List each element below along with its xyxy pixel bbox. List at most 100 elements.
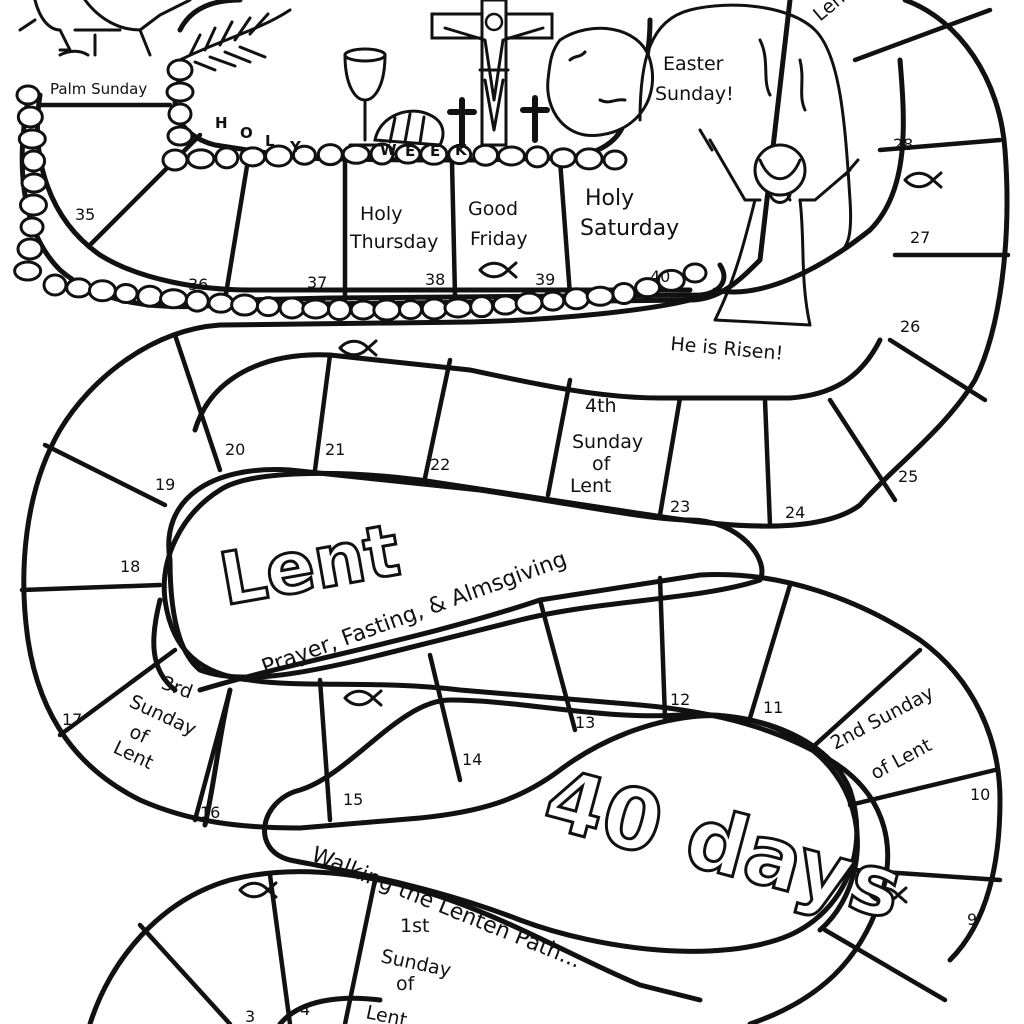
pebble [656, 268, 686, 292]
pebble [136, 284, 164, 308]
pebble [496, 145, 526, 167]
pebble [372, 298, 402, 322]
pebble [17, 128, 47, 150]
day-12: 12 [670, 690, 690, 709]
day-11: 11 [763, 698, 783, 717]
pebble [574, 147, 604, 171]
label-holy-saturday-1: Holy [585, 186, 634, 211]
day-10: 10 [970, 785, 990, 804]
pebble [398, 299, 424, 321]
fish-icon [478, 261, 518, 279]
label-lent3-1: 3rd [158, 672, 195, 703]
day-15: 15 [343, 790, 363, 809]
pebble [341, 143, 371, 165]
label-holy-saturday-2: Saturday [580, 216, 679, 241]
pebble [239, 146, 267, 168]
palm-icon [178, 8, 292, 72]
day-3: 3 [245, 1007, 255, 1024]
label-good-friday-1: Good [468, 198, 518, 220]
label-holy-thursday-2: Thursday [349, 231, 438, 253]
day-21: 21 [325, 440, 345, 459]
pebble [161, 148, 189, 172]
label-lent4-4: Lent [570, 475, 611, 497]
pebble [87, 279, 117, 303]
day-17: 17 [62, 710, 82, 729]
day-numbers: 35 36 37 38 39 40 28 27 26 25 24 23 22 2… [62, 135, 990, 1024]
pebble [65, 277, 93, 299]
pebble [165, 81, 195, 103]
day-dividers [19, 7, 1011, 1024]
pebble [207, 292, 235, 314]
band-2-inner [192, 337, 883, 433]
fish-icon [338, 339, 378, 357]
pebble [549, 147, 577, 169]
label-lent4-1: 4th [585, 395, 617, 417]
cross-icon [430, 0, 554, 147]
pebble [255, 296, 281, 318]
day-36: 36 [188, 275, 208, 294]
pebble [159, 288, 189, 310]
pebble [291, 144, 317, 166]
pebble [13, 260, 43, 282]
pebble [443, 297, 473, 319]
holy-week-letter: H [215, 114, 228, 132]
risen-jesus-icon [698, 128, 860, 327]
pebble [301, 298, 331, 320]
donkey-icon [18, 0, 192, 57]
label-lent4-3: of [592, 453, 612, 475]
pebble [20, 172, 48, 194]
pebble [524, 145, 550, 169]
fish-icon [868, 886, 908, 904]
day-25: 25 [898, 467, 918, 486]
day-13: 13 [575, 713, 595, 732]
day-19: 19 [155, 475, 175, 494]
path-caption: Walking the Lenten Path... [308, 842, 585, 973]
holy-week-letter: L [265, 132, 275, 150]
pebble [682, 262, 708, 284]
pebble [514, 291, 544, 315]
day-27: 27 [910, 228, 930, 247]
pebble [16, 237, 44, 261]
label-lent5-top: Lent [809, 0, 855, 26]
pebble [349, 299, 377, 321]
bread-icon [373, 109, 445, 147]
holy-week-letter: E [405, 142, 415, 160]
pebble [18, 193, 48, 217]
day-4: 4 [300, 1000, 310, 1019]
fish-icon [343, 689, 383, 707]
chalice-icon [343, 47, 387, 147]
day-24: 24 [785, 503, 805, 522]
day-26: 26 [900, 317, 920, 336]
day-38: 38 [425, 270, 445, 289]
pebble [326, 298, 352, 322]
pebble [602, 149, 628, 171]
pebble [167, 102, 193, 126]
day-39: 39 [535, 270, 555, 289]
holy-week-letter: W [380, 141, 397, 159]
fish-icon [238, 171, 943, 904]
label-lent1-4: Lent [364, 1001, 409, 1024]
pebble [21, 149, 47, 173]
pebble [585, 285, 615, 307]
lent-center-blob [166, 467, 765, 680]
pebble [42, 273, 68, 297]
holy-week-letter: Y [289, 138, 302, 156]
pebble [540, 290, 566, 312]
label-lent1-1: 1st [400, 915, 429, 937]
day-28: 28 [893, 135, 913, 154]
pebble [186, 148, 216, 170]
pebble [184, 289, 210, 313]
lent-title: Lent [213, 508, 405, 622]
holy-week-letter: E [430, 142, 440, 160]
pebble [491, 294, 519, 316]
label-lent3-4: Lent [110, 737, 157, 774]
day-22: 22 [430, 455, 450, 474]
label-lent4-2: Sunday [572, 431, 643, 453]
pebble [420, 297, 448, 321]
label-easter-1: Easter [663, 53, 724, 75]
pebble [166, 58, 194, 82]
label-lent1-2: Sunday [379, 945, 453, 981]
pebble [316, 143, 344, 167]
